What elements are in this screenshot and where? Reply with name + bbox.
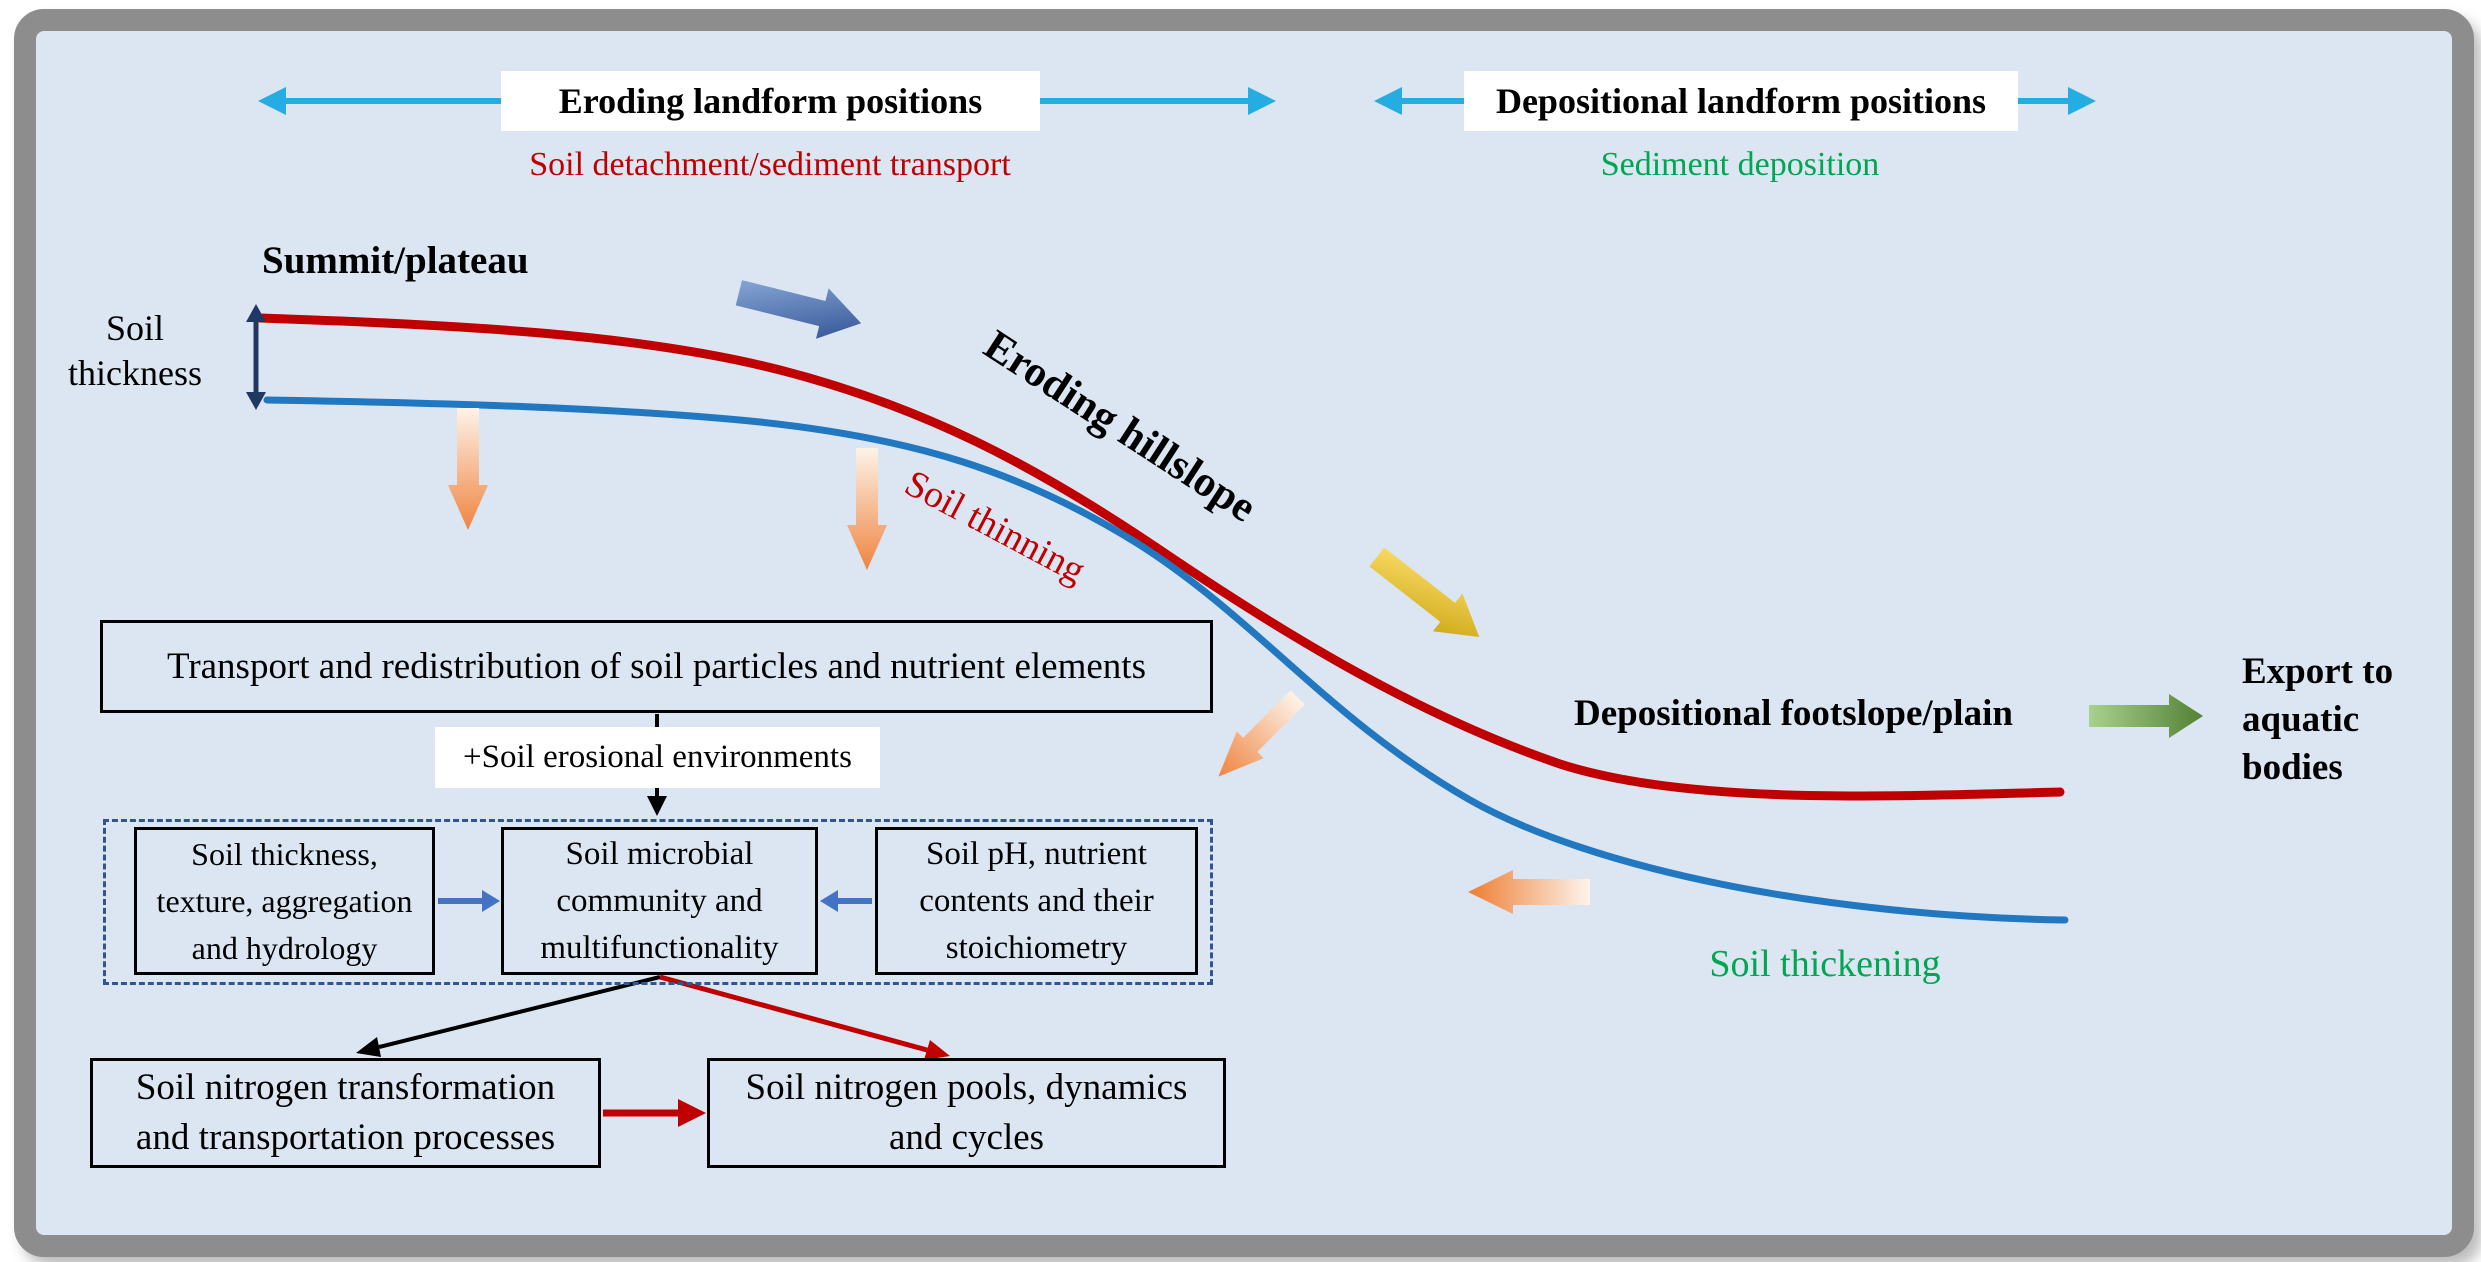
soil-detachment-subtitle: Soil detachment/sediment transport [529, 146, 1011, 183]
soil-thickness-label: Soil thickness [68, 308, 202, 393]
nitrogen-pools-box: Soil nitrogen pools, dynamics and cycles [707, 1058, 1226, 1168]
transport-redistribution-box: Transport and redistribution of soil par… [100, 620, 1213, 713]
soil-thinning-label: Soil thinning [897, 462, 1093, 592]
soil-microbial-community-box: Soil microbial community and multifuncti… [501, 827, 818, 975]
eroding-positions-label: Eroding landform positions [501, 71, 1040, 131]
soil-erosional-environments-label: +Soil erosional environments [435, 727, 880, 788]
summit-plateau-label: Summit/plateau [262, 239, 529, 282]
soil-physical-factors-box: Soil thickness, texture, aggregation and… [134, 827, 435, 975]
depositional-positions-label: Depositional landform positions [1464, 71, 2018, 131]
export-to-aquatic-bodies-label: Export to aquatic bodies [2242, 651, 2394, 788]
depositional-footslope-label: Depositional footslope/plain [1574, 693, 2013, 734]
sediment-deposition-subtitle: Sediment deposition [1600, 146, 1880, 183]
soil-chemical-factors-box: Soil pH, nutrient contents and their sto… [875, 827, 1198, 975]
nitrogen-transformation-box: Soil nitrogen transformation and transpo… [90, 1058, 601, 1168]
soil-thickening-label: Soil thickening [1709, 943, 1941, 985]
